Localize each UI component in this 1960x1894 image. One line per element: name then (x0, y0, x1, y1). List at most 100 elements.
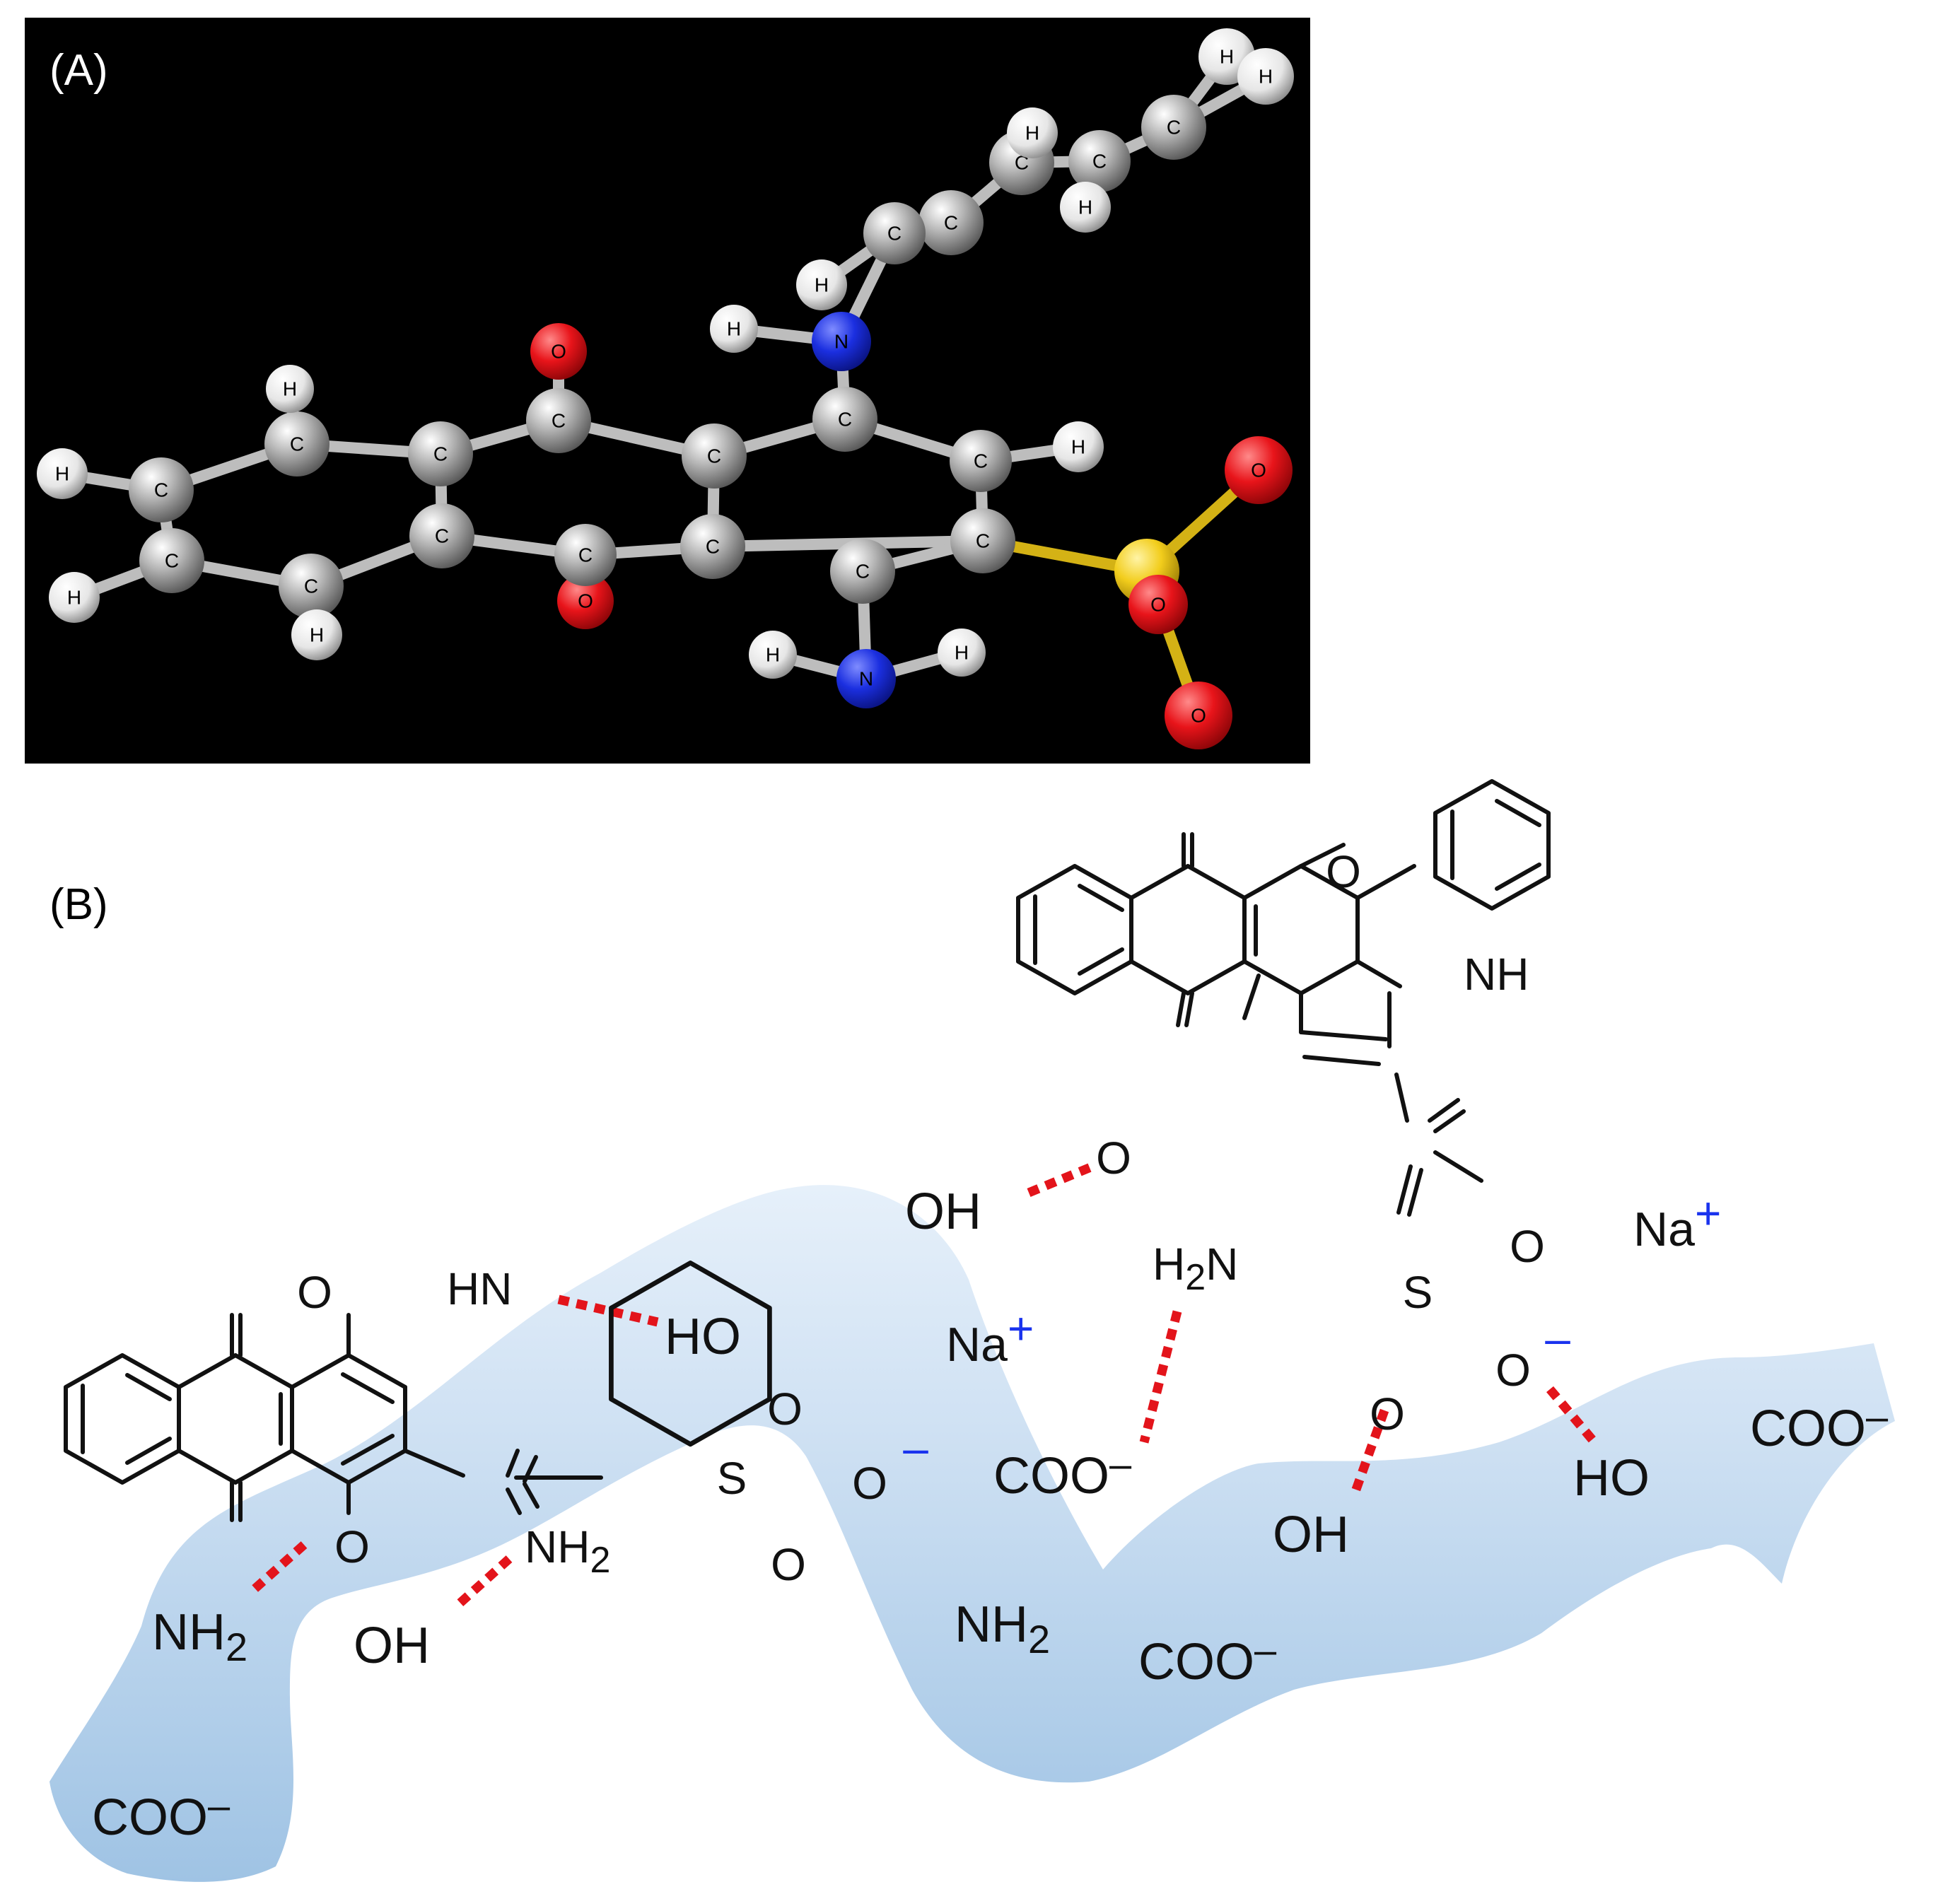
atom-label: C (552, 410, 566, 432)
atom-c (950, 508, 1015, 573)
right-sulfonate-o: O (1495, 1345, 1531, 1396)
atom-label: C (944, 212, 958, 234)
atom-label: H (283, 378, 297, 400)
atom-c (409, 503, 474, 568)
atom-c (682, 423, 747, 489)
group-ho-right: HO (1573, 1450, 1650, 1507)
right-sulfonyl-o-top: O (1510, 1221, 1545, 1272)
right-molecule-labels: O O NH H2N S O O O – (1096, 846, 1570, 1439)
group-oh-left: OH (354, 1618, 430, 1674)
atom-c (139, 528, 204, 593)
atom-h (1053, 421, 1104, 472)
atom-c (950, 430, 1012, 492)
atom-label: H (1220, 46, 1234, 68)
hbond-o-oh-right (1349, 1408, 1389, 1497)
atom-label: N (834, 331, 848, 353)
atom-h (37, 448, 88, 499)
atom-h (796, 259, 847, 310)
atom-o (530, 323, 587, 380)
right-amine-h2n: H2N (1153, 1239, 1238, 1298)
atom-label: H (310, 624, 324, 646)
left-molecule-labels: O O HN NH2 S O O O – (297, 1263, 928, 1590)
atom-h (291, 609, 342, 660)
left-amine-nh2: NH2 (525, 1521, 610, 1581)
atom-c (830, 539, 895, 604)
atom-label: H (727, 318, 741, 340)
atom-label: H (1259, 66, 1273, 88)
group-coo-mid-low: COO– (1138, 1627, 1277, 1690)
atom-label: O (551, 341, 566, 363)
atom-h (1060, 182, 1111, 233)
atom-label: H (55, 463, 69, 485)
atom-label: C (290, 433, 304, 455)
right-sulfur: S (1403, 1267, 1433, 1318)
right-molecule-skeleton (1016, 779, 1551, 1217)
polymer-chain-band (49, 1185, 1895, 1882)
atom-label: C (154, 479, 168, 501)
group-nh2-mid: NH2 (955, 1596, 1050, 1661)
hbond-o-ho-right (1546, 1386, 1598, 1446)
atom-label: H (1025, 122, 1039, 144)
right-carbonyl-bottom: O (1096, 1133, 1131, 1183)
right-carbonyl-top: O (1326, 846, 1361, 897)
atom-h (749, 631, 797, 679)
atom-label: C (707, 445, 721, 467)
atom-o (557, 573, 614, 629)
atom-c (1068, 130, 1131, 192)
sodium-ion-left-charge: + (1008, 1303, 1034, 1354)
right-sulfonate-charge: – (1545, 1313, 1570, 1364)
atom-label: C (706, 536, 720, 558)
left-carbonyl-bottom: O (334, 1521, 370, 1572)
atom-label: C (165, 550, 179, 572)
panel-a-label: (A) (49, 46, 108, 95)
atom-label: H (67, 587, 81, 609)
left-sulfonyl-o-top: O (767, 1384, 803, 1434)
counter-ions: Na+ Na+ (946, 1188, 1721, 1372)
atom-h (710, 305, 758, 353)
atom-c (812, 387, 877, 452)
atom-label: C (974, 450, 988, 472)
left-amine-nh2-subscript: 2 (590, 1540, 610, 1581)
atom-c (526, 388, 591, 453)
hydrogen-bonds (247, 1162, 1598, 1607)
atom-c (129, 457, 194, 522)
atom-label: C (976, 530, 990, 552)
atom-c (1141, 95, 1206, 160)
group-nh2-left: NH2 (152, 1604, 247, 1669)
left-sulfonyl-o-bottom: O (771, 1539, 806, 1590)
hbond-nh2-oh-left (456, 1555, 513, 1607)
panel-b-label: (B) (49, 880, 108, 929)
panel-b: (B) (49, 779, 1895, 1882)
atom-c (863, 202, 926, 264)
atom-label: H (1078, 197, 1092, 218)
atom-label: C (856, 561, 870, 583)
atom-label: H (815, 274, 829, 296)
right-sulfonyl-o-bottom: O (1370, 1389, 1405, 1439)
atom-label: H (1071, 436, 1085, 458)
sodium-ion-right: Na+ (1633, 1188, 1721, 1256)
atom-c (554, 524, 617, 586)
left-amine-nh: HN (447, 1263, 512, 1314)
atom-label: O (1251, 460, 1266, 481)
atom-c (279, 554, 344, 619)
atom-o (1165, 682, 1232, 749)
atom-label: O (578, 590, 593, 612)
atom-c (264, 411, 329, 477)
hbond-o-nh2-left (247, 1541, 308, 1596)
left-sulfur: S (717, 1453, 747, 1504)
polymer-groups: HO OH NH2 OH COO– NH2 COO– COO– OH HO CO… (92, 1183, 1889, 1846)
right-amine-h2n-subscript: 2 (1185, 1257, 1206, 1298)
atom-label: C (1092, 151, 1107, 173)
atom-label: C (578, 544, 593, 566)
group-oh-top: OH (905, 1183, 981, 1240)
group-ho-left: HO (665, 1309, 741, 1365)
atom-n (836, 649, 896, 708)
left-sulfonate-o: O (852, 1458, 887, 1509)
atom-h (1237, 48, 1294, 105)
atom-c (408, 421, 473, 486)
group-coo-mid: COO– (993, 1442, 1132, 1504)
atom-label: O (1150, 594, 1166, 616)
